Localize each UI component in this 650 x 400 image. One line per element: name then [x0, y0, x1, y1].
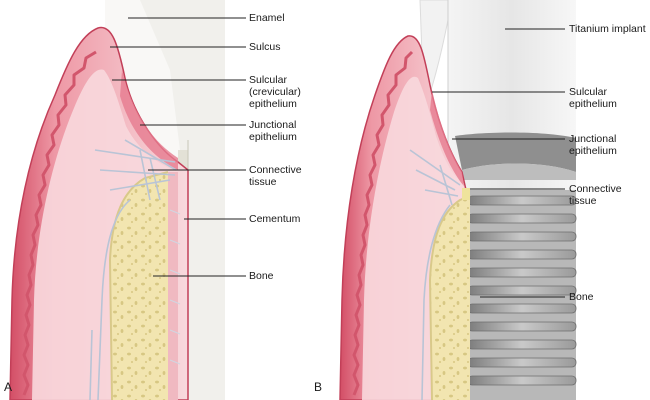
panel-b-illustration [339, 0, 577, 400]
panel-b-leaders [432, 28, 565, 298]
label-connective-tissue-b: Connective tissue [569, 183, 622, 207]
label-sulcular-epithelium-b: Sulcular epithelium [569, 86, 617, 110]
label-sulcular-epithelium: Sulcular (crevicular) epithelium [249, 74, 301, 110]
label-enamel: Enamel [249, 12, 285, 24]
panel-letter-b: B [314, 380, 323, 394]
label-junctional-epithelium: Junctional epithelium [249, 119, 297, 143]
label-bone: Bone [249, 270, 274, 282]
implant-threads [466, 190, 577, 400]
panel-a-illustration [9, 0, 225, 400]
label-bone-b: Bone [569, 291, 594, 303]
label-junctional-epithelium-b: Junctional epithelium [569, 133, 617, 157]
label-cementum: Cementum [249, 213, 301, 225]
panel-letter-a: A [4, 380, 13, 394]
panel-a-leaders [110, 17, 246, 277]
label-titanium-implant: Titanium implant [569, 23, 646, 35]
label-connective-tissue: Connective tissue [249, 164, 302, 188]
label-sulcus: Sulcus [249, 41, 281, 53]
